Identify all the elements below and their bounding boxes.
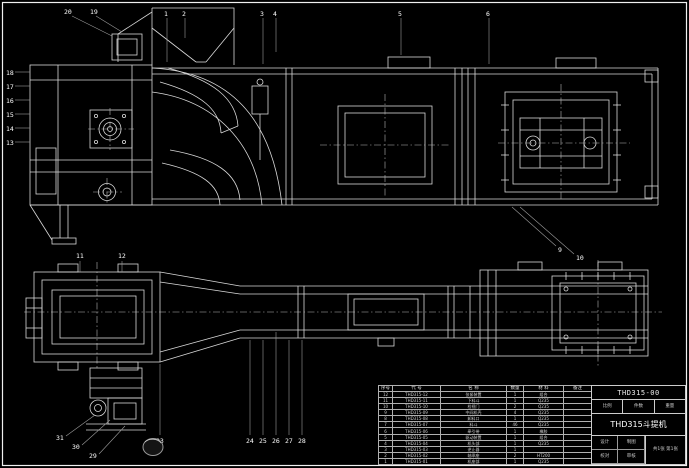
ink-blot xyxy=(142,438,164,456)
design-label: 设计 xyxy=(592,436,619,450)
drawing-number: THD315-00 xyxy=(592,386,685,400)
callout-number: 5 xyxy=(398,10,402,18)
callout-number: 6 xyxy=(486,10,490,18)
callout-number: 25 xyxy=(259,437,267,445)
callout-number: 19 xyxy=(90,8,98,16)
callout-number: 17 xyxy=(6,83,14,91)
top-view-elevation xyxy=(29,7,659,255)
callout-numbers: 1 2 3 4 5 6 20 19 18 17 16 15 14 13 9 10… xyxy=(6,8,584,460)
sheet-count: 共1张 第1张 xyxy=(652,447,679,452)
callout-number: 16 xyxy=(6,97,14,105)
bom-cell: 机座部 xyxy=(440,457,507,466)
drive-plan xyxy=(479,261,649,357)
inlet-hopper xyxy=(111,7,235,65)
callout-number: 29 xyxy=(89,452,97,460)
callout-number: 14 xyxy=(6,125,14,133)
scale-label: 比例 xyxy=(592,400,624,413)
title-block-signature-area: 设计 制图 校对 审核 共1张 第1张 xyxy=(592,436,685,464)
check-label: 校对 xyxy=(592,450,619,464)
elevator-head xyxy=(29,64,153,245)
discharge-chute xyxy=(151,67,283,206)
trough-plan xyxy=(240,285,648,347)
callout-number: 4 xyxy=(273,10,277,18)
bom-cell: Q235 xyxy=(523,457,564,466)
head-bearing xyxy=(89,109,133,201)
audit-label: 审核 xyxy=(618,450,645,464)
callout-number: 13 xyxy=(6,139,14,147)
callout-number: 10 xyxy=(576,254,584,262)
callout-number: 12 xyxy=(118,252,126,260)
callout-number: 3 xyxy=(260,10,264,18)
centerlines xyxy=(24,84,662,370)
bom-cell: 1 xyxy=(378,457,393,466)
signature-grid: 设计 制图 校对 审核 xyxy=(592,436,646,464)
tension-device-detail xyxy=(65,367,146,455)
callout-number: 27 xyxy=(285,437,293,445)
bom-cell: THD315-01 xyxy=(392,457,441,466)
drive-housing-elevation xyxy=(501,57,659,199)
callout-number: 2 xyxy=(182,10,186,18)
callout-number: 11 xyxy=(76,252,84,260)
callout-leaders xyxy=(15,15,490,435)
bom-cell xyxy=(563,457,592,466)
count-label: 件数 xyxy=(623,400,655,413)
callout-number: 20 xyxy=(64,8,72,16)
draw-label: 制图 xyxy=(618,436,645,450)
title-block-info-row: 比例 件数 重量 xyxy=(592,400,685,414)
callout-number: 30 xyxy=(72,443,80,451)
bom-cell: 1 xyxy=(506,457,524,466)
boot-plan xyxy=(25,263,161,371)
weight-label: 重量 xyxy=(665,404,675,409)
callout-number: 1 xyxy=(164,10,168,18)
callout-number: 31 xyxy=(56,434,64,442)
callout-number: 15 xyxy=(6,111,14,119)
callout-number: 9 xyxy=(558,246,562,254)
title-block: THD315-00 比例 件数 重量 THD315斗提机 设计 制图 校对 审核… xyxy=(591,385,686,465)
callout-number: 24 xyxy=(246,437,254,445)
plan-view xyxy=(25,261,649,455)
callout-number: 28 xyxy=(298,437,306,445)
product-name: THD315斗提机 xyxy=(592,414,685,436)
callout-number: 18 xyxy=(6,69,14,77)
callout-number: 26 xyxy=(272,437,280,445)
